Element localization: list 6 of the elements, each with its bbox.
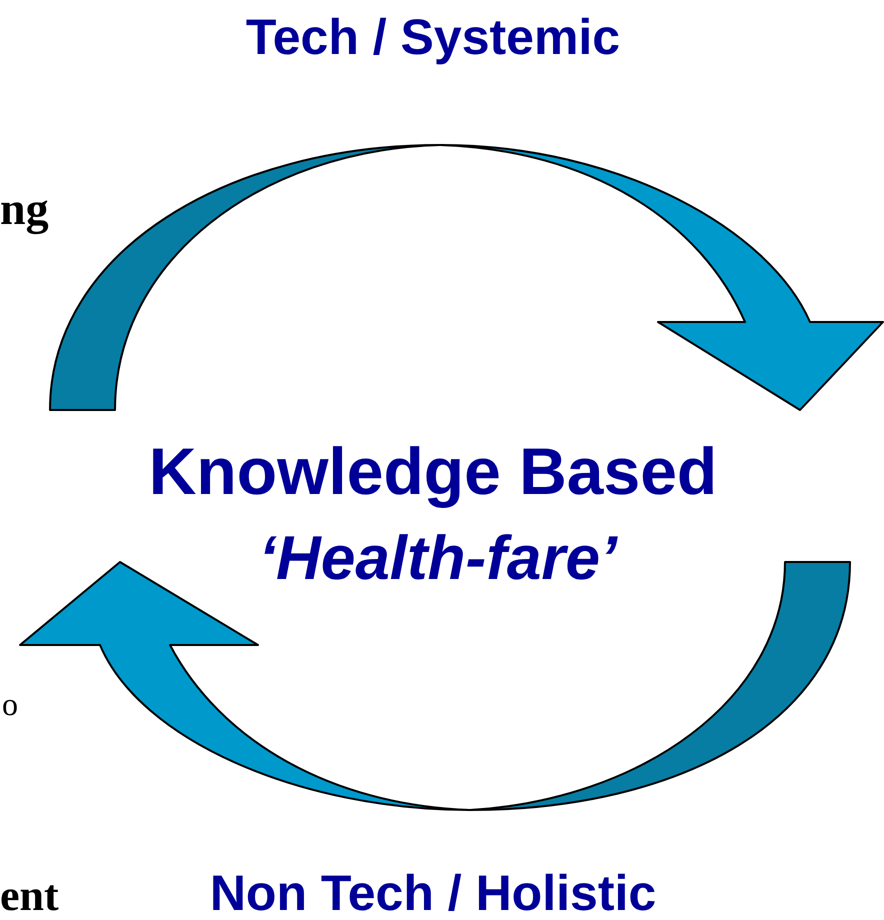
text-label: Tech / Systemic (246, 12, 620, 62)
text-label: Non Tech / Holistic (210, 868, 656, 918)
text-label: o (2, 688, 18, 720)
text-label: ‘Health-fare’ (258, 528, 618, 590)
text-label: ng (0, 186, 49, 232)
text-label: ent (0, 874, 59, 918)
